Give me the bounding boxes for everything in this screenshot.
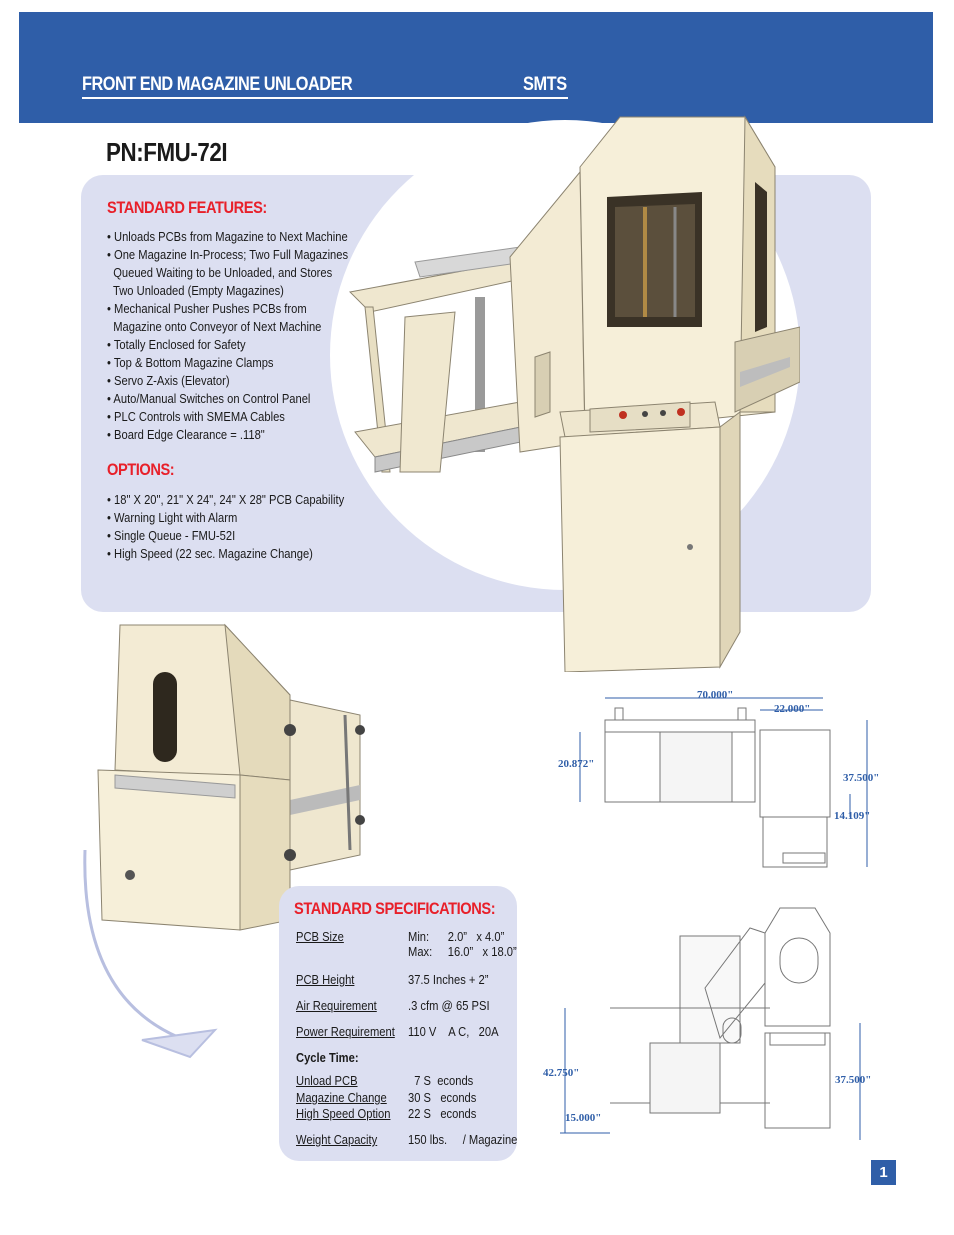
dim-side-height: 42.750" xyxy=(543,1067,580,1079)
part-number: PN:FMU-72I xyxy=(106,137,228,167)
dim-total-depth: 37.500" xyxy=(843,772,880,784)
option-item: • 18" X 20", 21" X 24", 24" X 28" PCB Ca… xyxy=(107,492,345,507)
machine-rear-image xyxy=(83,623,365,1059)
feature-item: • PLC Controls with SMEMA Cables xyxy=(107,409,285,424)
pcb-height-value: 37.5 Inches + 2” xyxy=(408,972,489,987)
options-list: • 18" X 20", 21" X 24", 24" X 28" PCB Ca… xyxy=(107,491,365,563)
feature-item: • One Magazine In-Process; Two Full Maga… xyxy=(107,247,349,262)
dim-side-width: 22.000" xyxy=(774,703,811,715)
weight-capacity-label: Weight Capacity xyxy=(296,1132,378,1147)
feature-item: Magazine onto Conveyor of Next Machine xyxy=(107,319,322,334)
machine-main-image xyxy=(348,115,800,672)
dim-cabinet-height: 37.500" xyxy=(835,1074,872,1086)
feature-item: • Board Edge Clearance = .118" xyxy=(107,427,265,442)
feature-item: Queued Waiting to be Unloaded, and Store… xyxy=(107,265,333,280)
dim-depth: 20.872" xyxy=(558,758,595,770)
side-view-drawing xyxy=(560,907,861,1140)
header-title: FRONT END MAGAZINE UNLOADER xyxy=(82,74,353,95)
feature-item: • Totally Enclosed for Safety xyxy=(107,337,246,352)
pcb-size-max: Max: 16.0” x 18.0” xyxy=(408,944,517,959)
pcb-size-min: Min: 2.0” x 4.0” xyxy=(408,929,505,944)
high-speed-option-value: 22 S econds xyxy=(408,1106,477,1121)
standard-features-list: • Unloads PCBs from Magazine to Next Mac… xyxy=(107,228,365,444)
option-item: • High Speed (22 sec. Magazine Change) xyxy=(107,546,313,561)
header-band xyxy=(19,12,933,123)
top-view-drawing xyxy=(579,697,868,868)
specifications-panel xyxy=(279,886,517,1161)
pcb-size-label: PCB Size xyxy=(296,929,344,944)
options-heading: OPTIONS: xyxy=(107,460,175,479)
magazine-change-value: 30 S econds xyxy=(408,1090,477,1105)
magazine-change-label: Magazine Change xyxy=(296,1090,387,1105)
feature-item: • Top & Bottom Magazine Clamps xyxy=(107,355,274,370)
power-requirement-value: 110 V A C, 20A xyxy=(408,1024,499,1039)
pcb-height-label: PCB Height xyxy=(296,972,355,987)
page-number: 1 xyxy=(871,1160,896,1185)
feature-item: • Servo Z-Axis (Elevator) xyxy=(107,373,230,388)
header-brand: SMTS xyxy=(523,74,567,95)
unload-pcb-label: Unload PCB xyxy=(296,1073,358,1088)
option-item: • Single Queue - FMU-52I xyxy=(107,528,236,543)
feature-item: • Mechanical Pusher Pushes PCBs from xyxy=(107,301,307,316)
air-requirement-label: Air Requirement xyxy=(296,998,377,1013)
dim-overall-width: 70.000" xyxy=(697,689,734,701)
specifications-heading: STANDARD SPECIFICATIONS: xyxy=(294,899,496,918)
weight-capacity-value: 150 lbs. / Magazine xyxy=(408,1132,518,1147)
unload-pcb-value: 7 S econds xyxy=(408,1073,474,1088)
dim-base-height: 15.000" xyxy=(565,1112,602,1124)
feature-item: • Unloads PCBs from Magazine to Next Mac… xyxy=(107,229,348,244)
feature-item: Two Unloaded (Empty Magazines) xyxy=(107,283,284,298)
high-speed-option-label: High Speed Option xyxy=(296,1106,391,1121)
option-item: • Warning Light with Alarm xyxy=(107,510,238,525)
header-underline xyxy=(82,97,568,99)
standard-features-heading: STANDARD FEATURES: xyxy=(107,198,267,217)
cycle-time-label: Cycle Time: xyxy=(296,1050,359,1065)
air-requirement-value: .3 cfm @ 65 PSI xyxy=(408,998,490,1013)
dim-side-depth: 14.109" xyxy=(834,810,871,822)
feature-item: • Auto/Manual Switches on Control Panel xyxy=(107,391,311,406)
power-requirement-label: Power Requirement xyxy=(296,1024,395,1039)
